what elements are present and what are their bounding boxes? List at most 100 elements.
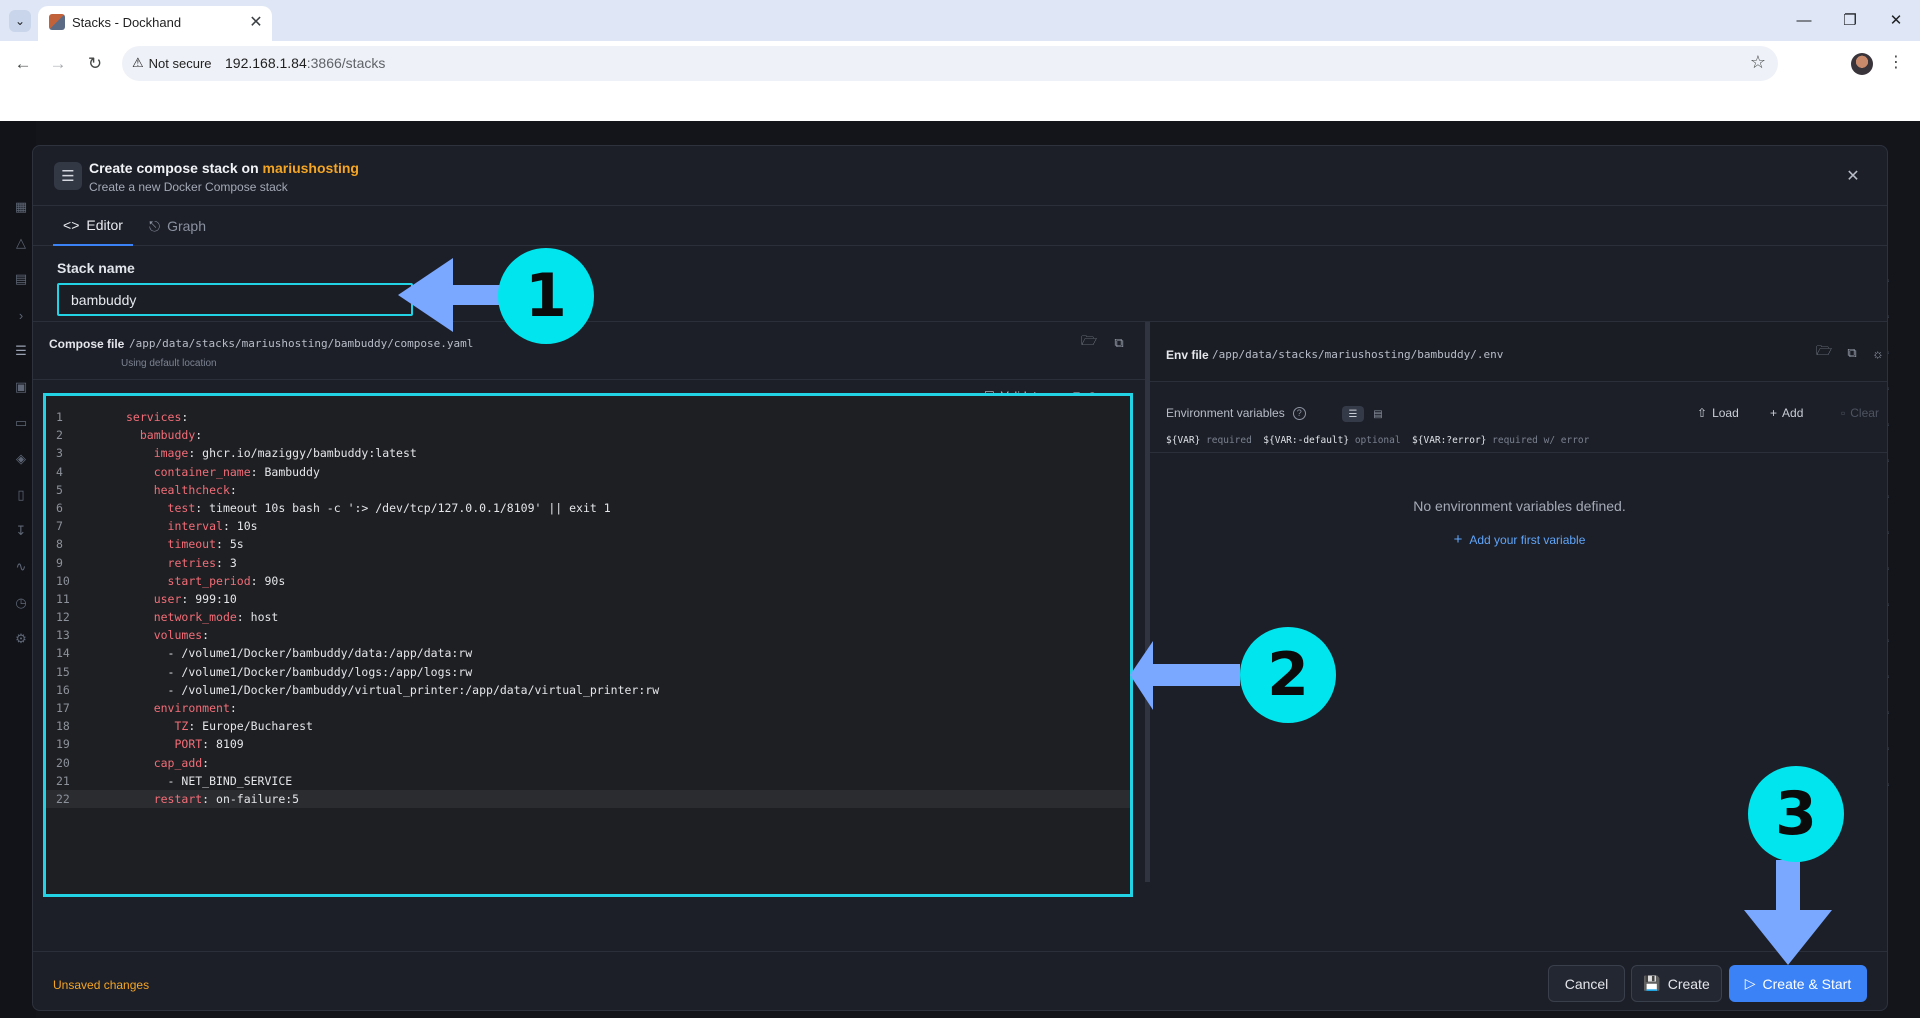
clear-button[interactable]: ▫ Clear: [1841, 406, 1879, 420]
storage-icon[interactable]: ▭: [14, 415, 28, 430]
env-file-header: Env file /app/data/stacks/mariushosting/…: [1150, 322, 1887, 382]
tab-editor[interactable]: <> Editor: [53, 206, 133, 246]
code-line: 3 image: ghcr.io/maziggy/bambuddy:latest: [46, 444, 1130, 462]
add-first-variable-label: Add your first variable: [1469, 532, 1586, 547]
yaml-key: retries: [167, 555, 217, 570]
restore-icon[interactable]: ❐: [1843, 12, 1857, 29]
line-content: services:: [126, 410, 189, 424]
divider: [1150, 452, 1887, 453]
pane-resize-handle[interactable]: [1145, 322, 1150, 882]
line-content: environment:: [153, 701, 237, 715]
code-line: 16 - /volume1/Docker/bambuddy/virtual_pr…: [46, 681, 1130, 699]
create-button[interactable]: 💾 Create: [1631, 965, 1722, 1002]
settings-gear-icon[interactable]: ⚙: [15, 631, 27, 646]
folder-open-icon[interactable]: 🗁: [1815, 343, 1833, 358]
env-vars-label-text: Environment variables: [1166, 406, 1285, 420]
empty-state-message: No environment variables defined.: [1413, 498, 1626, 514]
download-icon[interactable]: ↧: [15, 523, 27, 538]
url-path: :3866/stacks: [306, 55, 386, 71]
copy-path-icon[interactable]: ⧉: [1847, 345, 1857, 360]
dialog-title-prefix: Create compose stack on: [89, 160, 259, 176]
line-content: PORT: 8109: [174, 737, 244, 752]
images-icon[interactable]: ▤: [14, 271, 28, 286]
code-line: 6 test: timeout 10s bash -c ':> /dev/tcp…: [46, 499, 1130, 517]
yaml-key: environment: [153, 701, 230, 715]
line-number: 10: [56, 573, 70, 588]
cancel-button[interactable]: Cancel: [1548, 965, 1625, 1002]
folder-open-icon[interactable]: 🗁: [1080, 333, 1098, 348]
dialog-header: ☰ Create compose stack on mariushosting …: [33, 146, 1887, 206]
list-view-icon[interactable]: ☰: [1342, 406, 1364, 422]
annotation-marker-3: 3: [1748, 766, 1844, 862]
line-number: 4: [56, 464, 63, 479]
code-line: 8 timeout: 5s: [46, 535, 1130, 553]
code-line: 19 PORT: 8109: [46, 735, 1130, 753]
warning-triangle-icon: ⚠: [132, 55, 144, 70]
play-icon: ▷: [1744, 975, 1756, 991]
stack-name-section: Stack name: [33, 246, 1887, 322]
create-stack-dialog: ☰ Create compose stack on mariushosting …: [32, 145, 1888, 1011]
line-number: 6: [56, 500, 63, 515]
dialog-footer: Unsaved changes Cancel 💾 Create ▷ Create…: [33, 951, 1887, 1010]
network-icon[interactable]: ◈: [16, 451, 26, 466]
dashboard-icon[interactable]: ▦: [14, 199, 28, 214]
load-button[interactable]: ⇧ Load: [1697, 406, 1739, 420]
forward-arrow-icon[interactable]: →: [49, 54, 67, 73]
add-label: Add: [1782, 406, 1804, 420]
line-content: - /volume1/Docker/bambuddy/logs:/app/log…: [167, 664, 473, 679]
line-number: 22: [56, 791, 70, 806]
line-content: - /volume1/Docker/bambuddy/virtual_print…: [167, 682, 660, 697]
add-first-variable-link[interactable]: + Add your first variable: [1150, 531, 1887, 548]
window-close-icon[interactable]: ✕: [1889, 12, 1903, 29]
line-number: 9: [56, 555, 63, 570]
address-bar[interactable]: ⚠ Not secure 192.168.1.84:3866/stacks ☆: [122, 46, 1778, 81]
code-line: 13 volumes:: [46, 626, 1130, 644]
library-icon[interactable]: ▯: [17, 487, 25, 502]
back-arrow-icon[interactable]: ←: [14, 54, 32, 73]
yaml-key: user: [153, 591, 182, 606]
stacks-icon[interactable]: ☰: [15, 343, 27, 358]
env-vars-label: Environment variables ?: [1166, 406, 1306, 420]
code-line: 18 TZ: Europe/Bucharest: [46, 717, 1130, 735]
hint-error-code: ${VAR:?error}: [1412, 435, 1487, 446]
volumes-icon[interactable]: ▣: [14, 379, 28, 394]
create-and-start-button[interactable]: ▷ Create & Start: [1729, 965, 1867, 1002]
browser-tab[interactable]: Stacks - Dockhand ✕: [38, 6, 272, 41]
line-number: 19: [56, 737, 70, 752]
close-icon[interactable]: ✕: [1846, 168, 1860, 185]
sun-icon[interactable]: ☼: [1872, 345, 1884, 361]
url-text[interactable]: 192.168.1.84:3866/stacks: [225, 55, 385, 71]
chevron-down-icon[interactable]: ⌄: [9, 10, 31, 32]
yaml-key: test: [167, 500, 196, 515]
reload-icon[interactable]: ↻: [87, 54, 103, 73]
hint-error: required w/ error: [1492, 435, 1590, 446]
security-indicator[interactable]: ⚠ Not secure: [132, 55, 212, 71]
raw-file-icon[interactable]: ▤: [1373, 408, 1383, 420]
tab-graph[interactable]: ⎋ Graph: [149, 206, 219, 246]
star-icon[interactable]: ☆: [1749, 52, 1766, 72]
line-content: retries: 3: [167, 555, 237, 570]
help-circle-icon[interactable]: ?: [1292, 406, 1306, 420]
terminal-icon[interactable]: ›: [18, 307, 24, 323]
line-number: 15: [56, 664, 70, 679]
add-button[interactable]: + Add: [1770, 406, 1803, 420]
close-icon[interactable]: ✕: [249, 14, 263, 31]
code-line: 5 healthcheck:: [46, 481, 1130, 499]
container-icon[interactable]: △: [16, 235, 26, 250]
activity-icon[interactable]: ∿: [15, 559, 27, 574]
profile-avatar[interactable]: [1851, 53, 1873, 75]
timer-icon[interactable]: ◷: [15, 595, 27, 610]
annotation-marker-1: 1: [498, 248, 594, 344]
hint-required-code: ${VAR}: [1166, 435, 1201, 446]
line-content: healthcheck:: [153, 482, 237, 497]
annotation-arrow-2: [1130, 641, 1240, 710]
kebab-menu-icon[interactable]: ⋮: [1888, 54, 1904, 71]
minimize-icon[interactable]: —: [1796, 11, 1812, 29]
clear-label: Clear: [1850, 406, 1879, 420]
copy-path-icon[interactable]: ⧉: [1114, 335, 1124, 350]
stack-name-input[interactable]: [57, 283, 413, 316]
dialog-subtitle: Create a new Docker Compose stack: [89, 180, 288, 194]
